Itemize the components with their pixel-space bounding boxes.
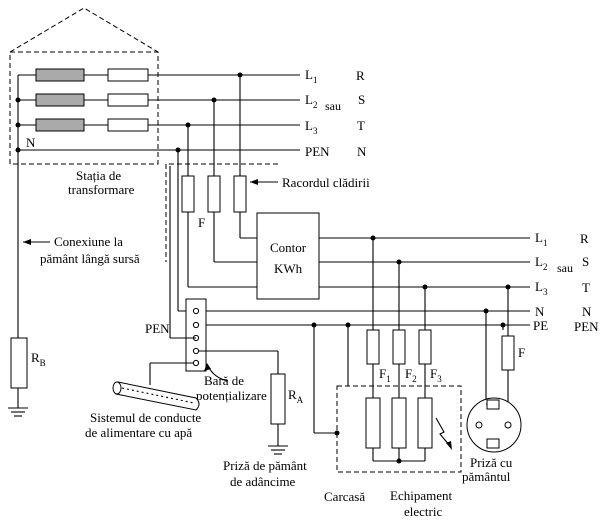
source-fuse-2 [107, 93, 149, 107]
housing-label: Carcasă [324, 489, 365, 504]
svg-text:F1: F1 [379, 366, 391, 384]
svg-text:L3: L3 [535, 279, 548, 297]
entry-fuse-l1 [233, 175, 247, 213]
svg-text:T: T [582, 280, 590, 295]
entry-fuse-l3 [181, 175, 195, 213]
equipment-label-1: Echipament [390, 488, 452, 503]
service-entry: F Racordul clădirii [181, 75, 370, 230]
svg-text:T: T [357, 118, 365, 133]
svg-text:S: S [358, 92, 365, 107]
svg-text:Contor: Contor [270, 240, 307, 255]
transformer-coil-2 [35, 93, 85, 107]
bar-label-2: potențializare [196, 388, 267, 403]
svg-text:F: F [518, 345, 525, 360]
equipment-label-2: electric [404, 504, 442, 519]
earth-source-label-2: pământ lângă sursă [40, 251, 140, 266]
equipment-fuses: F1 F2 F3 [366, 238, 442, 398]
building-boundary [165, 163, 278, 262]
earth-deep-label-2: de adâncime [230, 474, 296, 489]
earth-source-rb: RB Conexiune la pământ lângă sursă [8, 150, 140, 417]
source-fuse-3 [107, 118, 149, 132]
station-n-label: N [26, 135, 36, 150]
building-line-labels: L1 R L2 sau S L3 T N N PE PEN [533, 230, 599, 334]
earth-deep-label-1: Priză de pământ [223, 458, 307, 473]
transformer-coil-1 [35, 68, 85, 82]
svg-text:KWh: KWh [274, 261, 303, 276]
pen-bar-label: PEN [145, 321, 170, 336]
water-label-1: Sistemul de conducte [90, 410, 201, 425]
entry-fuse-l2 [207, 175, 221, 213]
station-label-2: transformare [68, 182, 135, 197]
svg-text:RA: RA [288, 387, 304, 405]
svg-text:F2: F2 [405, 366, 417, 384]
svg-text:L3: L3 [305, 118, 318, 136]
svg-text:S: S [582, 254, 589, 269]
kwh-meter: Contor KWh [187, 212, 320, 300]
svg-text:N: N [582, 304, 592, 319]
entry-fuse-label: F [198, 215, 205, 230]
svg-text:F3: F3 [430, 366, 442, 384]
svg-text:PEN: PEN [574, 319, 599, 334]
earth-electrode-ra: RA Priză de pământ de adâncime [223, 373, 307, 489]
water-label-2: de alimentare cu apă [85, 425, 192, 440]
svg-text:sau: sau [557, 261, 573, 275]
svg-text:N: N [535, 304, 545, 319]
socket-label-1: Priză cu [470, 455, 513, 470]
earthed-socket: F Priză cu pământul [462, 287, 525, 484]
socket-label-2: pământul [462, 469, 511, 484]
service-entry-label: Racordul clădirii [282, 175, 370, 190]
svg-text:L1: L1 [305, 67, 317, 85]
equipotential-bar: PEN Bară de potențializare [145, 166, 279, 403]
transformer-coil-3 [35, 118, 85, 132]
water-pipe: Sistemul de conducte de alimentare cu ap… [85, 381, 201, 440]
electrical-equipment: Carcasă Echipament electric [313, 325, 462, 519]
source-line-labels: L1 R L2 sau S L3 T PEN N [305, 67, 367, 159]
earth-source-label-1: Conexiune la [54, 234, 123, 249]
source-lines [17, 72, 300, 153]
svg-text:R: R [580, 231, 589, 246]
svg-text:PE: PE [533, 318, 548, 333]
building-lines [177, 150, 530, 328]
svg-text:N: N [357, 144, 367, 159]
svg-text:PEN: PEN [305, 144, 330, 159]
transformer-station: N [9, 7, 159, 165]
svg-text:L2: L2 [535, 254, 547, 272]
svg-text:L1: L1 [535, 230, 547, 248]
svg-text:RB: RB [31, 350, 46, 368]
source-fuse-1 [107, 68, 149, 82]
svg-text:sau: sau [325, 99, 341, 113]
svg-text:L2: L2 [305, 92, 317, 110]
station-label-1: Stația de [76, 168, 121, 183]
svg-text:R: R [356, 68, 365, 83]
bar-label-1: Bară de [204, 373, 244, 388]
